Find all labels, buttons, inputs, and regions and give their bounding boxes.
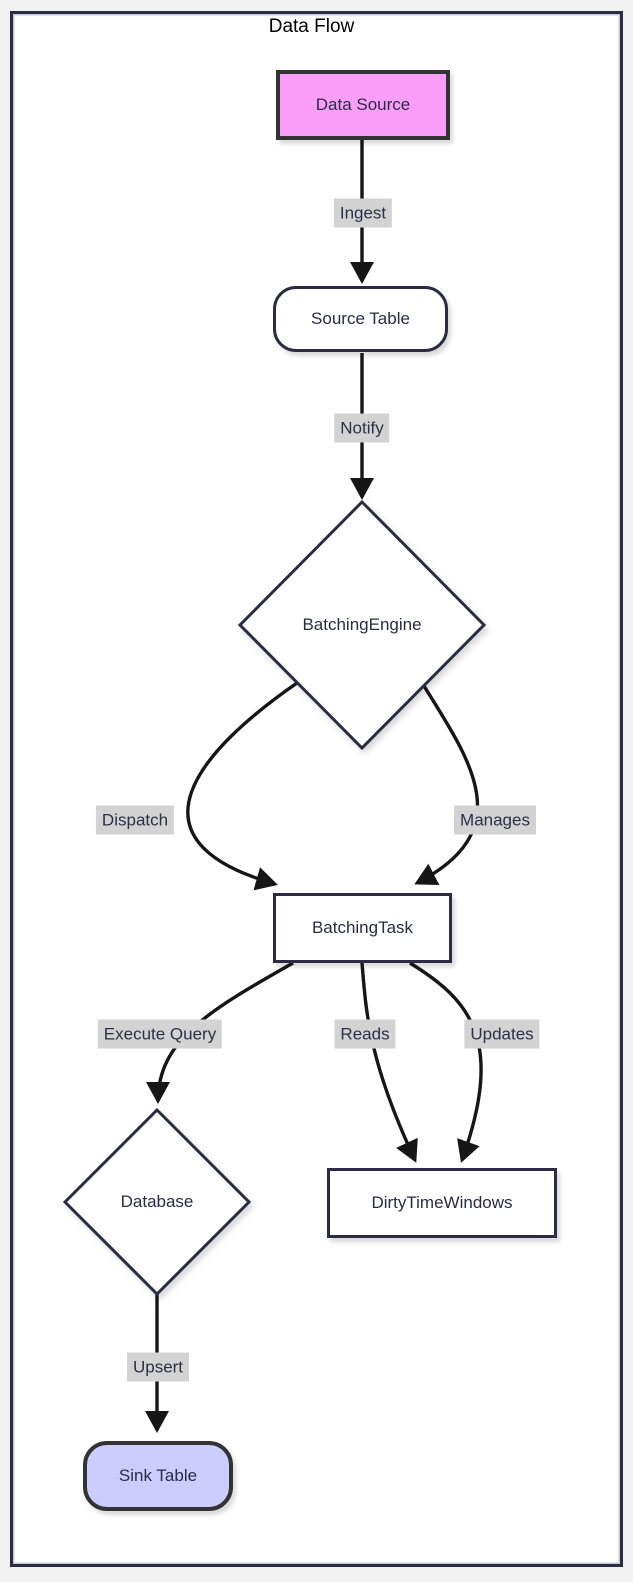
edge-label-dispatch: Dispatch xyxy=(95,805,175,835)
node-batching-engine-shape xyxy=(237,499,487,751)
edge-label-reads: Reads xyxy=(334,1019,396,1049)
node-dirty-time-windows-label: DirtyTimeWindows xyxy=(371,1193,513,1212)
edge-updates xyxy=(409,961,483,1163)
edge-label-ingest: Ingest xyxy=(333,198,393,228)
edge-label-execute-query: Execute Query xyxy=(97,1019,223,1049)
node-sink-table-label: Sink Table xyxy=(118,1466,198,1485)
node-data-source: Data Source xyxy=(276,70,450,140)
edge-dispatch xyxy=(186,681,298,891)
edge-label-manages: Manages xyxy=(454,805,536,835)
node-database-shape xyxy=(62,1107,252,1297)
node-batching-task: BatchingTask xyxy=(273,893,452,963)
diagram-frame xyxy=(10,11,623,1567)
node-data-source-label: Data Source xyxy=(315,95,411,114)
node-dirty-time-windows: DirtyTimeWindows xyxy=(327,1168,557,1238)
edge-reads xyxy=(360,962,418,1163)
edge-label-updates: Updates xyxy=(464,1019,540,1049)
node-batching-engine-label: BatchingEngine xyxy=(302,615,422,634)
edge-label-notify: Notify xyxy=(334,413,390,443)
diagram-title: Data Flow xyxy=(268,16,355,37)
node-source-table: Source Table xyxy=(273,286,448,352)
node-sink-table: Sink Table xyxy=(83,1441,233,1511)
node-source-table-label: Source Table xyxy=(311,309,410,328)
node-batching-task-label: BatchingTask xyxy=(311,918,414,937)
node-database-label: Database xyxy=(120,1192,194,1211)
edge-manages xyxy=(414,685,480,885)
edge-label-upsert: Upsert xyxy=(126,1352,190,1382)
